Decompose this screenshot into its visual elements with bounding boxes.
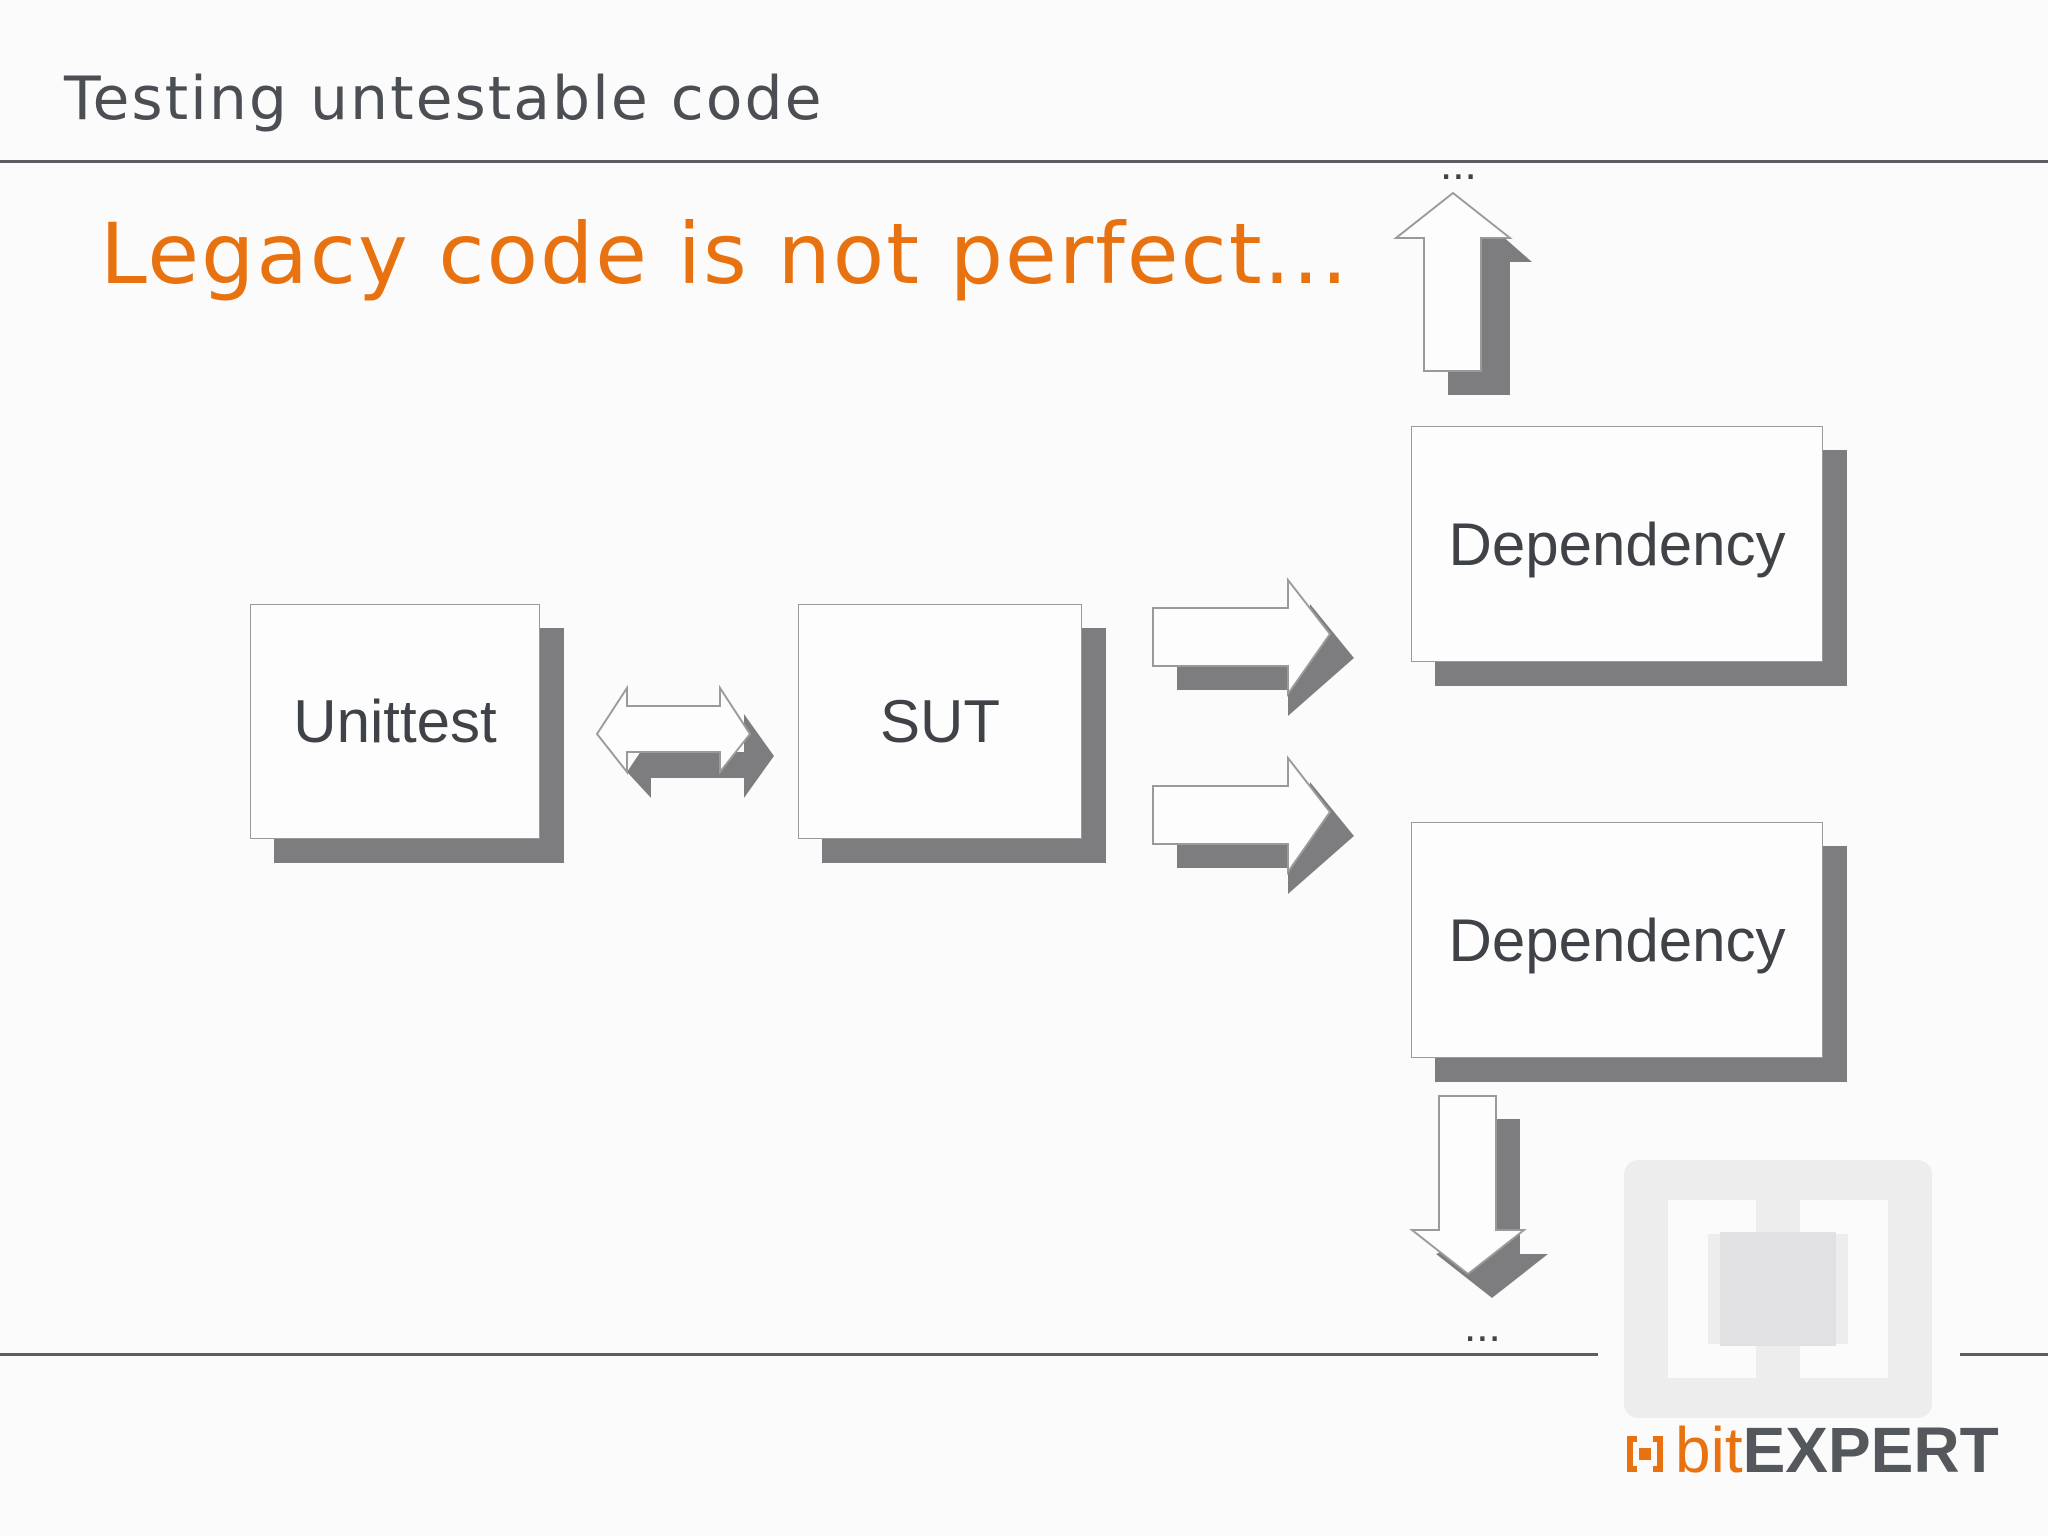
sut-box: SUT bbox=[798, 604, 1082, 839]
logo-bracket-graphic bbox=[1624, 1160, 1932, 1418]
logo-bit-text: bit bbox=[1675, 1414, 1743, 1486]
dependency-top-box: Dependency bbox=[1411, 426, 1823, 662]
double-arrow-unittest-sut bbox=[595, 684, 774, 798]
bitexpert-logo: bitEXPERT bbox=[1623, 1418, 1999, 1482]
arrow-sut-dependency-top bbox=[1152, 577, 1354, 716]
logo-expert-text: EXPERT bbox=[1742, 1414, 1999, 1486]
footer-rule-left bbox=[0, 1353, 1598, 1356]
header-rule bbox=[0, 160, 2048, 163]
unittest-box: Unittest bbox=[250, 604, 540, 839]
down-arrow bbox=[1409, 1095, 1548, 1298]
headline: Legacy code is not perfect... bbox=[100, 205, 1350, 303]
footer-rule-right bbox=[1960, 1353, 2048, 1356]
ellipsis-top: ... bbox=[1440, 140, 1477, 189]
section-title: Testing untestable code bbox=[64, 64, 824, 134]
ellipsis-bottom: ... bbox=[1464, 1302, 1501, 1351]
logo-mini-bracket-icon bbox=[1627, 1436, 1663, 1472]
arrow-sut-dependency-bottom bbox=[1152, 755, 1354, 894]
up-arrow bbox=[1393, 191, 1532, 395]
dependency-bottom-box: Dependency bbox=[1411, 822, 1823, 1058]
